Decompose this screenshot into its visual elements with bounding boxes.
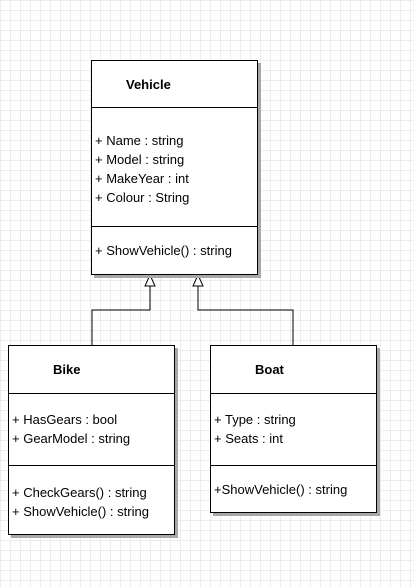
bike-attributes: + HasGears : bool + GearModel : string [9,394,174,466]
attribute: + HasGears : bool [12,412,118,427]
bike-to-vehicle-line [91,286,151,345]
boat-attributes: + Type : string + Seats : int [211,394,376,466]
vehicle-methods: + ShowVehicle() : string [92,227,257,260]
vehicle-attributes: + Name : string + Model : string + MakeY… [92,108,257,227]
attribute: + Type : string [214,412,296,427]
vehicle-class-title: Vehicle [92,61,257,108]
boat-class[interactable]: Boat + Type : string + Seats : int +Show… [210,345,377,513]
attribute: + GearModel : string [12,431,131,446]
attribute: + Seats : int [214,431,284,446]
boat-generalization-arrow-icon [192,273,204,287]
method: +ShowVehicle() : string [214,482,348,497]
attribute: + Name : string [95,133,184,148]
boat-class-title: Boat [211,346,376,394]
attribute: + Colour : String [95,190,190,205]
method: + ShowVehicle() : string [12,504,149,519]
bike-methods: + CheckGears() : string + ShowVehicle() … [9,466,174,521]
method: + CheckGears() : string [12,485,147,500]
attribute: + Model : string [95,152,185,167]
bike-class-title: Bike [9,346,174,394]
boat-to-vehicle-line [197,286,294,345]
boat-methods: +ShowVehicle() : string [211,466,376,499]
method: + ShowVehicle() : string [95,243,232,258]
attribute: + MakeYear : int [95,171,189,186]
bike-class[interactable]: Bike + HasGears : bool + GearModel : str… [8,345,175,535]
vehicle-class[interactable]: Vehicle + Name : string + Model : string… [91,60,258,275]
bike-generalization-arrow-icon [144,273,156,287]
